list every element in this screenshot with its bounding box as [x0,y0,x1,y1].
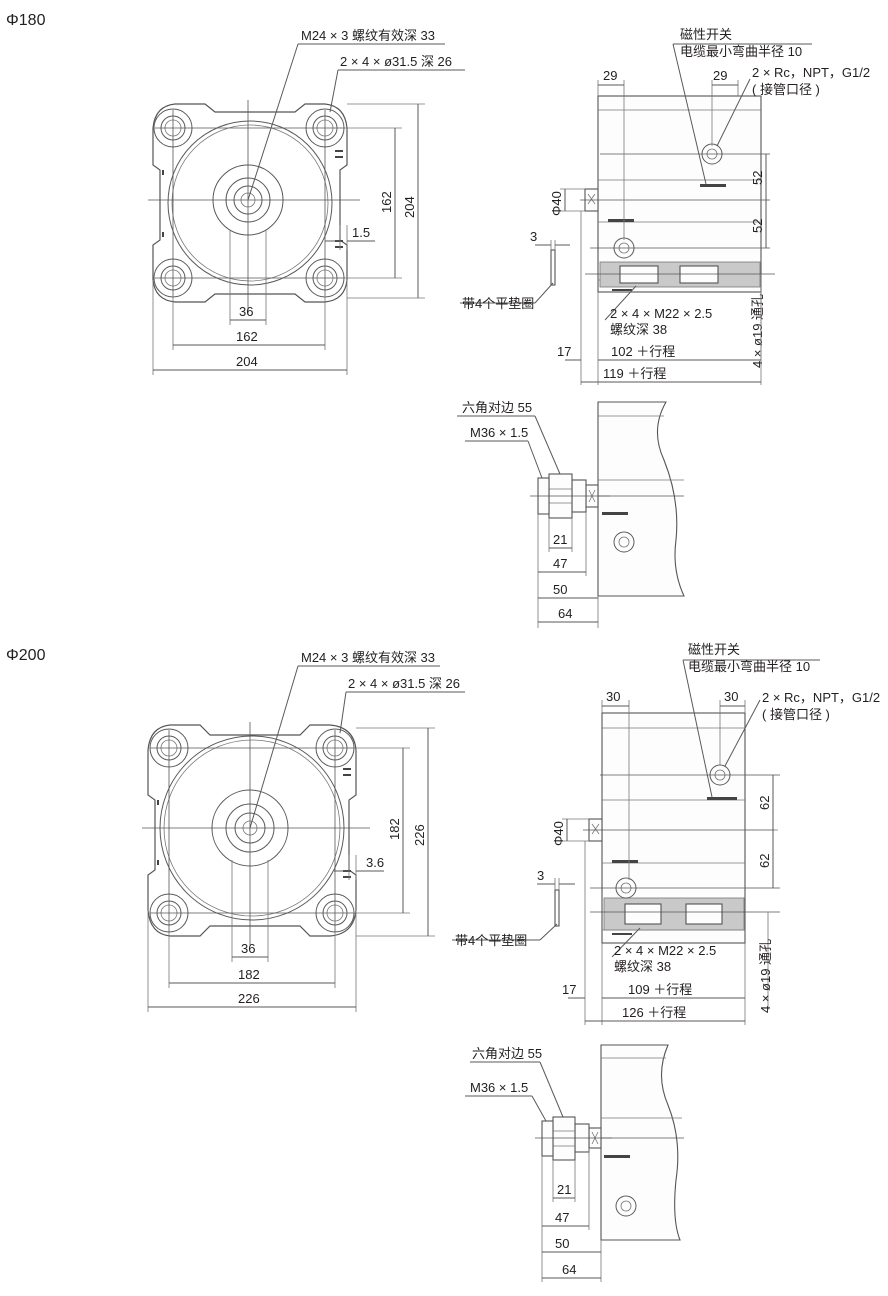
dim-64: 64 [558,606,572,621]
dim-v-1: 62 [757,796,772,810]
dim-v-outer: 204 [402,196,417,218]
dim-21: 21 [553,532,567,547]
dim-washer: 3 [530,229,537,244]
switch-note-1: 磁性开关 [680,27,732,42]
switch-note-2: 电缆最小弯曲半径 10 [688,659,810,674]
port-note-2: ( 接管口径 ) [752,82,820,97]
dim-top-right: 30 [724,689,738,704]
dim-64: 64 [562,1262,576,1277]
washer-note: 带4个平垫圈 [455,933,527,948]
dim-v-2: 52 [750,219,765,233]
dim-gap: 3.6 [366,855,384,870]
port-note-2: ( 接管口径 ) [762,707,830,722]
dim-47: 47 [553,556,567,571]
dim-top-right: 29 [713,68,727,83]
front-view: M24 × 3 螺纹有效深 33 2 × 4 × ø31.5 深 26 162 … [148,28,465,375]
view-phi200: Φ200 M24 [6,642,880,1282]
dim-h-inner: 162 [236,329,258,344]
dim-top-left: 29 [603,68,617,83]
dim-v-2: 62 [757,854,772,868]
thread-note: M24 × 3 螺纹有效深 33 [301,28,435,43]
dim-washer: 3 [537,868,544,883]
dim-h-small: 36 [239,304,253,319]
switch-note-2: 电缆最小弯曲半径 10 [680,44,802,59]
dim-17: 17 [562,982,576,997]
dim-v-1: 52 [750,171,765,185]
dim-v-inner: 182 [387,818,402,840]
dim-h-outer: 226 [238,991,260,1006]
dim-47: 47 [555,1210,569,1225]
bolt-note-1: 2 × 4 × M22 × 2.5 [614,943,716,958]
bolt-note-1: 2 × 4 × M22 × 2.5 [610,306,712,321]
port-note-1: 2 × Rc，NPT，G1/2 [762,690,880,705]
front-view: M24 × 3 螺纹有效深 33 2 × 4 × ø31.5 深 26 182 … [142,650,465,1012]
dim-17: 17 [557,344,571,359]
view-title: Φ180 [6,12,46,29]
side-view: 29 29 磁性开关 电缆最小弯曲半径 10 2 × Rc，NPT，G1/2 (… [460,27,870,385]
dim-v-inner: 162 [379,191,394,213]
dim-50: 50 [553,582,567,597]
rod-detail: 六角对边 55 M36 × 1.5 21 47 50 64 [465,1044,684,1282]
port-note-1: 2 × Rc，NPT，G1/2 [752,65,870,80]
dim-top-left: 30 [606,689,620,704]
side-view: 30 30 磁性开关 电缆最小弯曲半径 10 2 × Rc，NPT，G1/2 (… [452,642,880,1025]
through-hole: 4 × ø19 通孔 [750,294,765,368]
dim-h-inner: 182 [238,967,260,982]
dim-v-outer: 226 [412,824,427,846]
hex-note: 六角对边 55 [462,400,532,415]
hex-note: 六角对边 55 [472,1046,542,1061]
dim-len-2: 126 ＋行程 [622,1005,686,1020]
dim-h-small: 36 [241,941,255,956]
switch-note-1: 磁性开关 [688,642,740,657]
rod-thread-note: M36 × 1.5 [470,425,528,440]
dim-len-1: 109 ＋行程 [628,982,692,997]
dim-h-outer: 204 [236,354,258,369]
dim-21: 21 [557,1182,571,1197]
dim-phi: Φ40 [549,191,564,216]
dim-phi: Φ40 [551,821,566,846]
dim-len-2: 119 ＋行程 [603,366,666,381]
rod-thread-note: M36 × 1.5 [470,1080,528,1095]
bolt-note-2: 螺纹深 38 [610,322,667,337]
through-hole: 4 × ø19 通孔 [758,939,773,1013]
view-phi180: Φ180 [6,12,870,628]
washer-note: 带4个平垫圈 [462,296,534,311]
view-title: Φ200 [6,647,46,664]
hole-note: 2 × 4 × ø31.5 深 26 [348,676,460,691]
bolt-note-2: 螺纹深 38 [614,959,671,974]
dim-50: 50 [555,1236,569,1251]
dim-gap: 1.5 [352,225,370,240]
thread-note: M24 × 3 螺纹有效深 33 [301,650,435,665]
hole-note: 2 × 4 × ø31.5 深 26 [340,54,452,69]
dim-len-1: 102 ＋行程 [611,344,675,359]
rod-detail: 六角对边 55 M36 × 1.5 21 47 50 64 [457,400,685,628]
